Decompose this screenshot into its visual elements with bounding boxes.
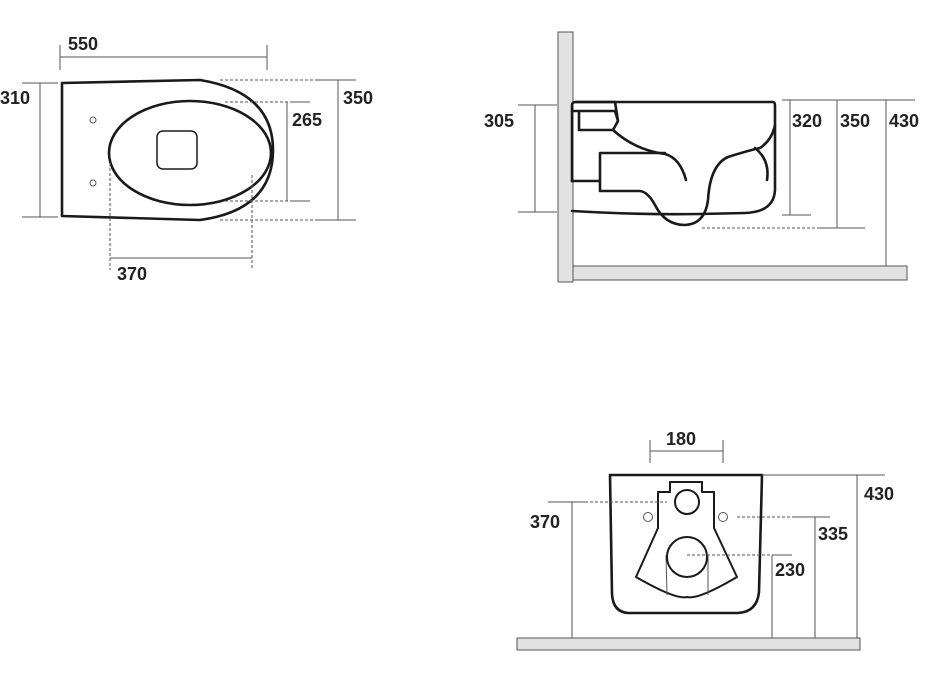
dimension-label: 335 [818, 524, 848, 544]
dimension-370-top: 370 [109, 163, 253, 284]
top-view: 550 310 350 265 [0, 34, 373, 284]
inlet-side [570, 100, 688, 182]
dimension-label: 310 [0, 88, 30, 108]
dimension-430-side: 430 [885, 100, 919, 266]
dimension-335: 335 [737, 516, 848, 638]
inlet-pipe [674, 489, 700, 515]
dimension-label: 350 [840, 111, 870, 131]
dimension-label: 230 [775, 560, 805, 580]
side-view: 305 320 350 430 [484, 31, 919, 283]
dimension-label: 350 [343, 88, 373, 108]
dimension-label: 305 [484, 111, 514, 131]
dimension-label: 550 [68, 34, 98, 54]
drain-opening [156, 130, 198, 170]
outlet-side [570, 123, 777, 227]
fixing-hole [718, 512, 728, 522]
bowl-outline-top [60, 78, 275, 222]
outlet-pipe [666, 536, 708, 578]
dimension-350-top: 350 [220, 79, 373, 221]
dimension-305: 305 [484, 104, 557, 213]
front-view: 180 370 430 335 230 [516, 429, 894, 651]
fixing-hole [89, 116, 97, 124]
dimension-label: 265 [292, 110, 322, 130]
dimension-265: 265 [225, 101, 322, 202]
fixing-hole [89, 179, 97, 187]
dimension-label: 430 [864, 484, 894, 504]
floor [572, 265, 908, 281]
dimension-310: 310 [0, 82, 58, 218]
bowl-outline-front [608, 473, 764, 615]
outlet-channel [665, 554, 709, 596]
bowl-outline-side [570, 100, 777, 216]
dimension-320: 320 [782, 100, 822, 216]
dimension-label: 370 [117, 264, 147, 284]
floor [516, 637, 861, 651]
mounting-frame [635, 481, 738, 599]
dimension-230: 230 [687, 554, 805, 638]
dimension-label: 430 [889, 111, 919, 131]
fixing-hole [643, 512, 653, 522]
dimension-350-side: 350 [702, 100, 870, 229]
dimension-550: 550 [59, 34, 268, 70]
dimension-430-front: 430 [762, 474, 894, 638]
dimension-label: 370 [530, 512, 560, 532]
dimension-label: 320 [792, 111, 822, 131]
seat-opening [107, 99, 273, 207]
dimension-label: 180 [666, 429, 696, 449]
dimension-370-front: 370 [530, 501, 667, 638]
dimension-180: 180 [649, 429, 724, 463]
